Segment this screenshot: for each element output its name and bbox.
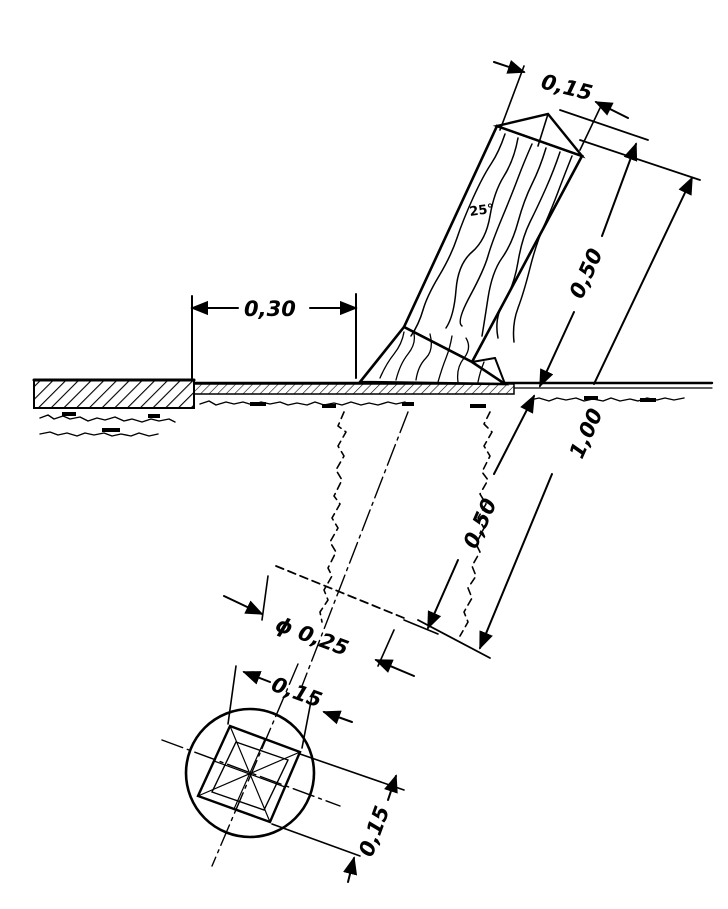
dim-top-width: 0,15 — [539, 70, 595, 106]
cross-section: 0,15 0,15 — [161, 663, 405, 883]
dim-section-width: 0,15 — [268, 672, 325, 712]
angle-label: 25° — [468, 202, 494, 220]
dim-hole-diameter: ϕ 0,25 — [272, 612, 351, 660]
ground-section — [32, 378, 714, 437]
dimension-lines — [190, 60, 701, 677]
wooden-post: 25° — [357, 112, 586, 386]
dim-total-length: 1,00 — [565, 405, 608, 462]
dim-offset: 0,30 — [244, 297, 296, 321]
dim-above-ground: 0,50 — [565, 245, 608, 302]
embedded-portion — [275, 411, 493, 687]
dim-below-ground: 0,50 — [459, 495, 502, 552]
dim-section-height: 0,15 — [354, 803, 394, 860]
